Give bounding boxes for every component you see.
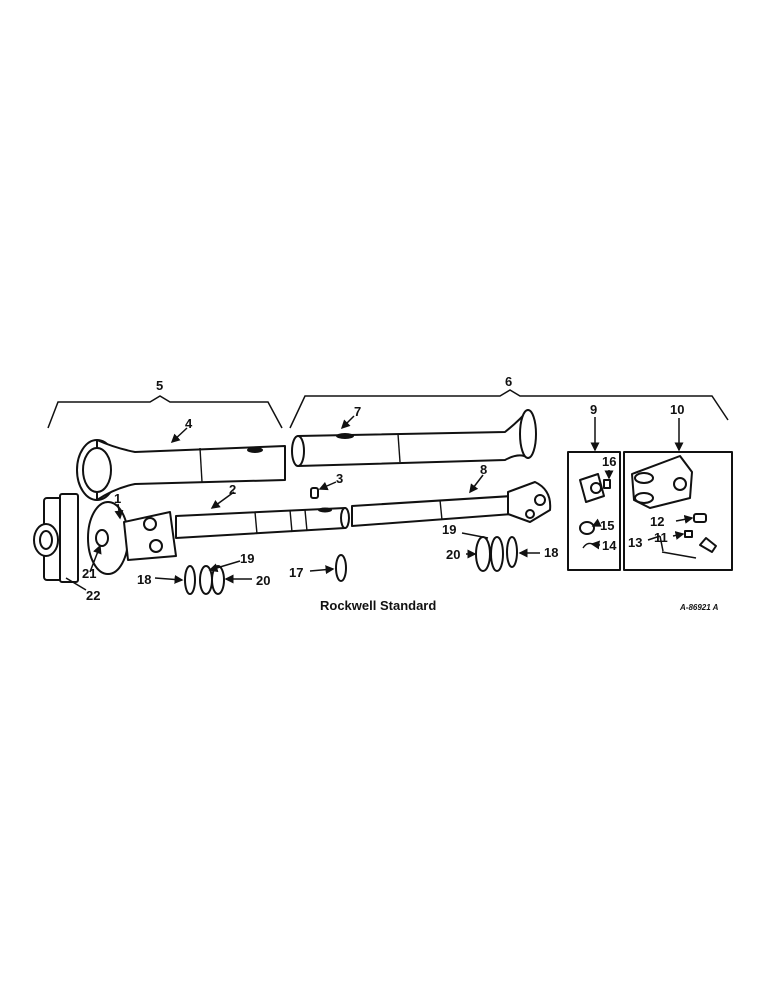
ring-set-right [475, 536, 518, 572]
callout-18-left: 18 [137, 572, 151, 587]
callout-20-right: 20 [446, 547, 460, 562]
bracket-5 [47, 395, 283, 429]
callout-12: 12 [650, 514, 664, 529]
kit-box-10 [623, 451, 733, 571]
callout-1: 1 [114, 491, 121, 506]
callout-13: 13 [628, 535, 642, 550]
callout-15: 15 [600, 518, 614, 533]
callout-numbers: 5 6 4 7 9 10 3 8 2 1 16 15 14 12 11 13 1… [82, 374, 684, 603]
callout-18-right: 18 [544, 545, 558, 560]
pto-bracket-22 [33, 493, 79, 583]
pin-3 [310, 487, 319, 499]
flange-21 [87, 501, 129, 575]
guard-tube-7 [291, 409, 537, 467]
callout-22: 22 [86, 588, 100, 603]
guard-tube-4 [76, 439, 286, 501]
universal-joint-1 [123, 511, 177, 561]
drawing-code: A-86921 A [679, 603, 719, 612]
callout-19-left: 19 [240, 551, 254, 566]
callout-4: 4 [185, 416, 193, 431]
ring-17 [335, 554, 347, 582]
inner-shaft-2 [175, 507, 350, 539]
bracket-6 [289, 389, 729, 429]
callout-16: 16 [602, 454, 616, 469]
ring-set-left [184, 565, 225, 595]
callout-7: 7 [354, 404, 361, 419]
manufacturer-caption: Rockwell Standard [320, 598, 436, 613]
callout-14: 14 [602, 538, 617, 553]
outer-shaft-8 [351, 481, 552, 527]
callout-21: 21 [82, 566, 96, 581]
callout-11: 11 [654, 530, 668, 545]
callout-5: 5 [156, 378, 163, 393]
callout-10: 10 [670, 402, 684, 417]
callout-8: 8 [480, 462, 487, 477]
callout-17: 17 [289, 565, 303, 580]
callout-6: 6 [505, 374, 512, 389]
leader-lines [65, 415, 694, 591]
callout-19-right: 19 [442, 522, 456, 537]
callout-9: 9 [590, 402, 597, 417]
callout-2: 2 [229, 482, 236, 497]
callout-20-left: 20 [256, 573, 270, 588]
callout-3: 3 [336, 471, 343, 486]
